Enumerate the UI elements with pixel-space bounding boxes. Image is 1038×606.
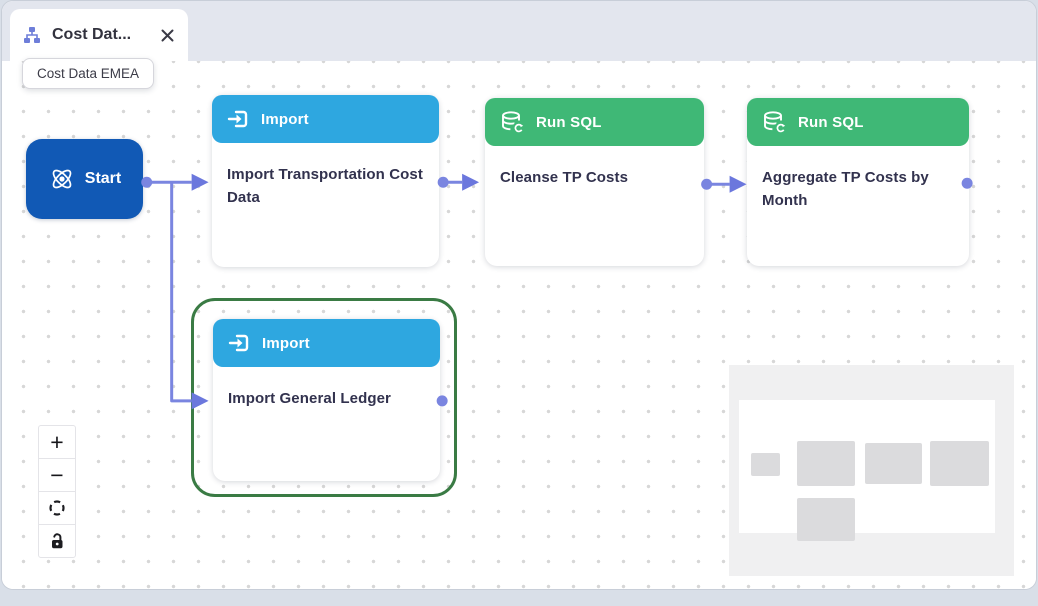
node-title: Import General Ledger: [228, 390, 391, 407]
database-sync-icon: [764, 111, 786, 133]
import-enter-icon: [227, 110, 248, 128]
minimap-node: [751, 453, 780, 476]
pipeline-editor-window: Cost Dat... Cost Data EMEA: [1, 0, 1037, 590]
minimap-viewport: [739, 400, 995, 541]
fit-screen-button[interactable]: [38, 491, 76, 525]
unlock-icon: [52, 533, 63, 549]
node-title: Import Transportation Cost Data: [227, 166, 423, 206]
flow-canvas[interactable]: Start Import Import Transportation Cost …: [2, 61, 1036, 589]
zoom-in-button[interactable]: +: [38, 425, 76, 459]
start-node-label: Start: [84, 170, 122, 187]
arrowhead-icon: [191, 392, 209, 410]
tab-bar: Cost Dat...: [2, 1, 1036, 61]
minimap[interactable]: [729, 365, 1014, 576]
arrowhead-icon: [191, 173, 209, 191]
node-header-run-sql: Run SQL: [485, 98, 704, 146]
node-header-import: Import: [213, 319, 440, 367]
tooltip-text: Cost Data EMEA: [37, 66, 140, 81]
arrowhead-icon: [462, 173, 480, 191]
minimap-node: [930, 441, 989, 486]
tab-tooltip: Cost Data EMEA: [22, 58, 155, 89]
node-aggregate-tp-costs[interactable]: Run SQL Aggregate TP Costs by Month: [747, 98, 969, 266]
tab-cost-data[interactable]: Cost Dat...: [10, 9, 188, 61]
workflow-tree-icon: [24, 27, 40, 43]
minimap-node: [797, 441, 855, 486]
node-import-general-ledger[interactable]: Import Import General Ledger: [213, 319, 440, 481]
fit-screen-icon: [49, 500, 65, 516]
node-title: Aggregate TP Costs by Month: [762, 169, 929, 209]
minimap-node: [797, 498, 855, 541]
node-type-label: Run SQL: [536, 113, 602, 131]
node-type-label: Import: [261, 110, 309, 128]
canvas-controls: + −: [38, 425, 76, 558]
zoom-out-button[interactable]: −: [38, 458, 76, 492]
node-cleanse-tp-costs[interactable]: Run SQL Cleanse TP Costs: [485, 98, 704, 266]
arrowhead-icon: [729, 175, 747, 193]
close-icon[interactable]: [159, 27, 176, 44]
orbit-icon: [52, 169, 72, 189]
node-header-run-sql: Run SQL: [747, 98, 969, 146]
import-transport-output-port: [437, 176, 449, 188]
node-header-import: Import: [212, 95, 439, 143]
node-title: Cleanse TP Costs: [500, 169, 629, 186]
database-sync-icon: [502, 111, 524, 133]
node-import-transportation[interactable]: Import Import Transportation Cost Data: [212, 95, 439, 267]
lock-button[interactable]: [38, 524, 76, 558]
node-start[interactable]: Start: [26, 139, 143, 219]
tab-label: Cost Dat...: [52, 26, 132, 43]
minimap-node: [865, 443, 922, 484]
node-type-label: Run SQL: [798, 113, 864, 131]
import-enter-icon: [228, 334, 249, 352]
node-type-label: Import: [262, 334, 310, 352]
